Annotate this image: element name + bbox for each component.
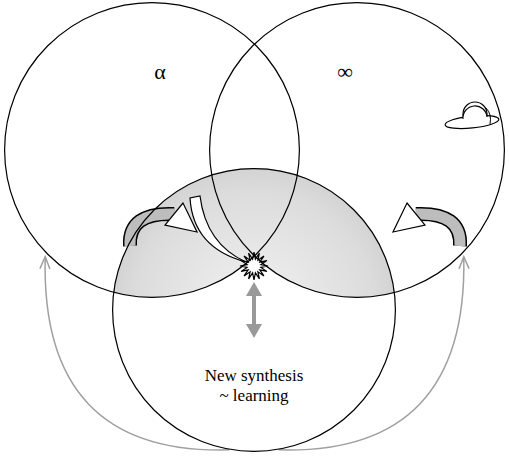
circle-node: ∞: [209, 2, 505, 298]
circle-outline: [209, 2, 505, 298]
shaded-overlap: [112, 168, 396, 452]
curved-connector: [279, 257, 469, 450]
circle-outline: [112, 168, 396, 452]
curved-connector: [40, 257, 229, 450]
shaded-overlap: [112, 168, 396, 452]
circle-node: α: [4, 2, 300, 298]
double-arrow: [246, 282, 262, 338]
curved-arrow: [393, 203, 460, 246]
node-label: α: [154, 59, 166, 84]
crescent: [190, 196, 246, 262]
saturn-icon: [445, 102, 500, 131]
node-label: ∞: [337, 59, 353, 84]
circle-node: New synthesis ~ learning: [112, 168, 396, 452]
node-label: New synthesis ~ learning: [198, 366, 310, 405]
curved-arrow: [130, 203, 197, 246]
circle-outline: [4, 2, 300, 298]
